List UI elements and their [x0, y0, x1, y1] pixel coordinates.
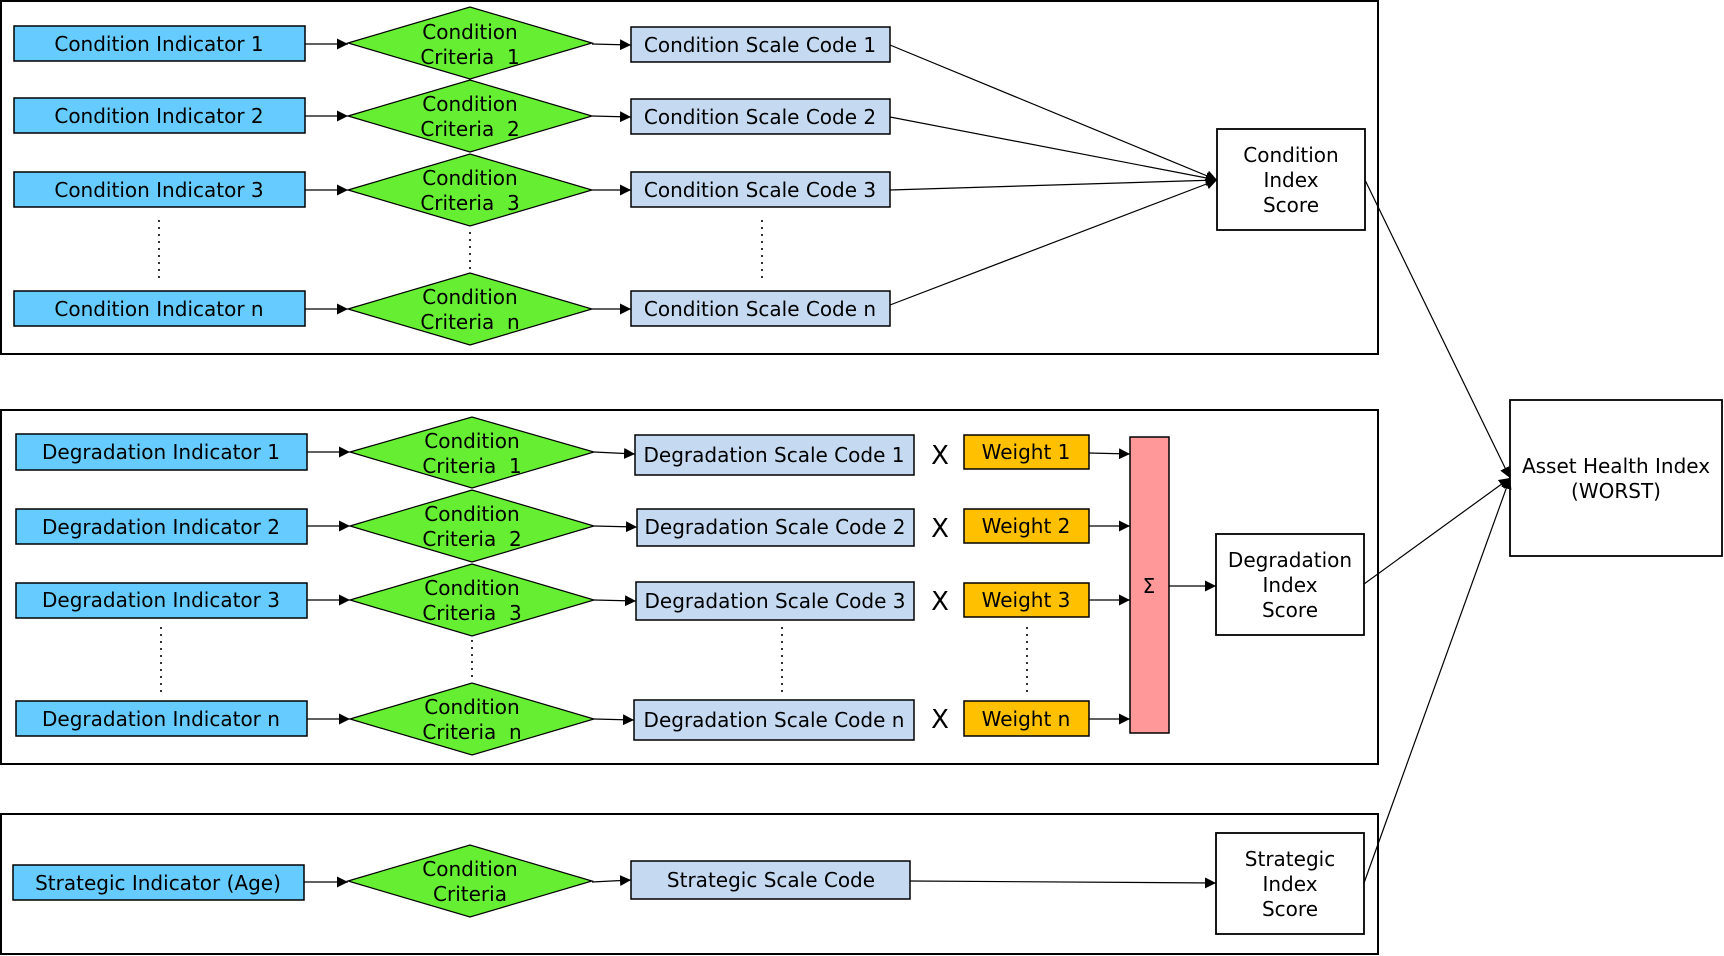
- condition-scale-code-label: Condition Scale Code 3: [644, 178, 876, 202]
- condition-score-line3: Score: [1263, 193, 1319, 217]
- condition-score-line1: Condition: [1243, 143, 1338, 167]
- strategic-index-score-box: [1215, 832, 1365, 935]
- degradation-score-line2: Index: [1262, 573, 1317, 597]
- multiply-sign: X: [931, 441, 949, 471]
- strategic-score-line1: Strategic: [1245, 847, 1335, 871]
- arrow: [591, 875, 632, 887]
- arrow: [1088, 448, 1131, 460]
- degradation-scale-code-box: [636, 508, 915, 547]
- strategic-scale-code-label: Strategic Scale Code: [667, 868, 875, 892]
- multiply-sign: X: [931, 705, 949, 735]
- criteria-label-line2: Criteria n: [422, 720, 521, 744]
- condition-indicator-label: Condition Indicator 1: [54, 32, 263, 56]
- weight-box: [963, 582, 1090, 618]
- asset-health-index-box: [1509, 399, 1723, 557]
- arrow: [889, 116, 1218, 184]
- degradation-score-line1: Degradation: [1228, 548, 1352, 572]
- asset-health-line2: (WORST): [1571, 479, 1661, 503]
- strategic-score-line2: Index: [1262, 872, 1317, 896]
- degradation-index-score-box: [1215, 533, 1365, 636]
- arrow: [593, 521, 638, 533]
- condition-indicator-box: [13, 290, 306, 327]
- degradation-scale-code-box: [635, 581, 915, 621]
- condition-index-score-box: [1216, 128, 1366, 231]
- strategic-scale-code-box: [630, 860, 911, 900]
- criteria-label-line1: Condition: [422, 166, 517, 190]
- criteria-label-line1: Condition: [424, 502, 519, 526]
- condition-scale-code-box: [630, 171, 891, 208]
- degradation-indicator-label: Degradation Indicator 1: [42, 440, 280, 464]
- arrow: [593, 447, 636, 459]
- sum-symbol: Σ: [1143, 574, 1156, 598]
- condition-indicator-label: Condition Indicator n: [54, 297, 263, 321]
- condition-scale-code-box: [630, 290, 891, 327]
- condition-indicator-box: [13, 171, 306, 208]
- criteria-label-line1: Condition: [422, 285, 517, 309]
- criteria-label-line2: Criteria 3: [422, 601, 521, 625]
- criteria-label-line2: Criteria 2: [422, 527, 521, 551]
- condition-score-line2: Index: [1263, 168, 1318, 192]
- criteria-label-line1: Condition: [422, 20, 517, 44]
- arrow: [591, 111, 632, 123]
- condition-scale-code-label: Condition Scale Code n: [644, 297, 876, 321]
- degradation-scale-code-label: Degradation Scale Code n: [644, 708, 905, 732]
- arrow: [1364, 179, 1511, 479]
- condition-indicator-label: Condition Indicator 2: [54, 104, 263, 128]
- degradation-indicator-box: [15, 433, 308, 471]
- criteria-label-line1: Condition: [424, 429, 519, 453]
- degradation-score-line3: Score: [1262, 598, 1318, 622]
- degradation-indicator-label: Degradation Indicator n: [42, 707, 280, 731]
- multiply-sign: X: [931, 587, 949, 617]
- degradation-scale-code-box: [634, 434, 915, 476]
- arrow: [889, 178, 1218, 306]
- criteria-label-line1: Condition: [424, 576, 519, 600]
- criteria-label-line2: Criteria 1: [422, 454, 521, 478]
- condition-indicator-label: Condition Indicator 3: [54, 178, 263, 202]
- arrow: [1363, 477, 1511, 585]
- weight-box: [963, 508, 1090, 544]
- criteria-label-line2: Criteria 1: [420, 45, 519, 69]
- condition-criteria-diamond: [345, 6, 595, 80]
- degradation-scale-code-label: Degradation Scale Code 3: [645, 589, 906, 613]
- weight-label: Weight 2: [982, 514, 1071, 538]
- degradation-indicator-box: [15, 700, 308, 737]
- arrow: [909, 877, 1217, 889]
- criteria-label-line1: Condition: [424, 695, 519, 719]
- degradation-scale-code-label: Degradation Scale Code 2: [645, 515, 906, 539]
- criteria-label-line2: Criteria 3: [420, 191, 519, 215]
- weight-label: Weight 3: [982, 588, 1071, 612]
- weight-box: [963, 700, 1090, 737]
- criteria-label-line2: Criteria: [433, 882, 507, 906]
- multiply-sign: X: [931, 514, 949, 544]
- arrow: [591, 39, 632, 51]
- degradation-scale-code-box: [633, 699, 915, 741]
- strategic-score-line3: Score: [1262, 897, 1318, 921]
- degradation-indicator-label: Degradation Indicator 3: [42, 588, 280, 612]
- criteria-label-line1: Condition: [422, 92, 517, 116]
- asset-health-line1: Asset Health Index: [1522, 454, 1710, 478]
- strategic-indicator-box: [12, 864, 305, 901]
- arrow: [593, 595, 637, 607]
- weight-box: [963, 434, 1090, 470]
- arrow: [889, 44, 1218, 181]
- degradation-indicator-label: Degradation Indicator 2: [42, 515, 280, 539]
- degradation-indicator-box: [15, 582, 308, 619]
- criteria-label-line2: Criteria n: [420, 310, 519, 334]
- arrow: [889, 174, 1218, 191]
- weight-label: Weight n: [982, 707, 1071, 731]
- sum-bar: [1129, 436, 1170, 734]
- arrow: [1363, 477, 1512, 884]
- criteria-label-line2: Criteria 2: [420, 117, 519, 141]
- strategic-indicator-label: Strategic Indicator (Age): [35, 871, 281, 895]
- degradation-scale-code-label: Degradation Scale Code 1: [644, 443, 905, 467]
- condition-criteria-diamond: [345, 844, 595, 918]
- condition-scale-code-label: Condition Scale Code 1: [644, 33, 876, 57]
- criteria-label-line1: Condition: [422, 857, 517, 881]
- condition-scale-code-label: Condition Scale Code 2: [644, 105, 876, 129]
- weight-label: Weight 1: [982, 440, 1071, 464]
- condition-indicator-box: [13, 97, 306, 134]
- arrow: [593, 714, 635, 726]
